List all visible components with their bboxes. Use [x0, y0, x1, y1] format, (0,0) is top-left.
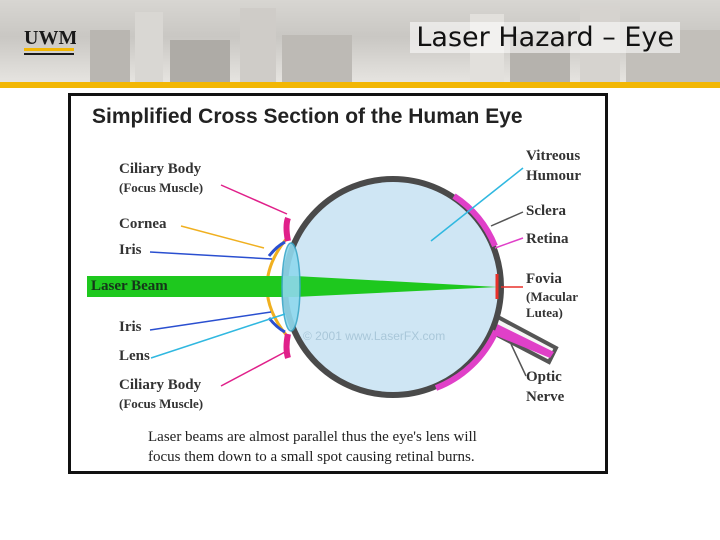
pointer-sclera	[490, 211, 524, 227]
pointer-cornea	[180, 225, 265, 249]
slide-title: Laser Hazard – Eye	[410, 22, 680, 53]
retina-top	[452, 193, 498, 248]
pointer-optic-nerve	[510, 343, 527, 377]
pointer-ciliary-bottom	[220, 351, 286, 387]
label-retina: Retina	[526, 231, 569, 247]
header-banner: UWM Laser Hazard – Eye	[0, 0, 720, 82]
diagram-caption: Laser beams are almost parallel thus the…	[148, 427, 568, 467]
pointer-iris-top	[149, 251, 273, 260]
label-iris-bottom: Iris	[119, 319, 142, 335]
iris-bottom	[267, 317, 286, 334]
laser-beam	[87, 276, 295, 297]
svg-text:UWM: UWM	[24, 27, 76, 49]
caption-line-2: focus them down to a small spot causing …	[148, 449, 475, 465]
label-sclera: Sclera	[526, 203, 566, 219]
label-laser-beam: Laser Beam	[91, 278, 168, 294]
caption-line-1: Laser beams are almost parallel thus the…	[148, 429, 477, 445]
optic-nerve-sheath	[487, 322, 554, 358]
ciliary-body-bottom	[283, 333, 291, 359]
label-ciliary-body-top: Ciliary Body	[119, 161, 202, 177]
label-fovia-sub-1: (Macular	[526, 289, 578, 304]
label-fovia: Fovia	[526, 271, 562, 287]
label-fovia-sub-2: Lutea)	[526, 305, 563, 320]
gold-divider	[0, 82, 720, 88]
pointer-retina	[494, 237, 524, 249]
eye-diagram: Simplified Cross Section of the Human Ey…	[68, 93, 608, 474]
label-lens: Lens	[119, 348, 150, 364]
ciliary-body-top	[283, 216, 291, 242]
label-ciliary-body-bottom-sub: (Focus Muscle)	[119, 396, 204, 411]
label-optic-2: Nerve	[526, 389, 565, 405]
lens	[281, 242, 301, 332]
retina-bottom	[434, 329, 499, 391]
pointer-iris-bottom	[149, 311, 272, 331]
label-vitreous-1: Vitreous	[526, 148, 581, 164]
label-optic-1: Optic	[526, 369, 562, 385]
laser-focus-cone	[295, 276, 498, 297]
label-vitreous-2: Humour	[526, 168, 582, 184]
pointer-vitreous	[430, 167, 524, 242]
watermark: © 2001 www.LaserFX.com	[303, 329, 445, 343]
pointer-lens	[150, 313, 286, 359]
eye-cross-section: © 2001 www.LaserFX.com	[87, 167, 559, 398]
label-cornea: Cornea	[119, 216, 167, 232]
uwm-logo: UWM	[24, 27, 76, 55]
iris-top	[267, 240, 286, 257]
label-ciliary-body-bottom: Ciliary Body	[119, 377, 202, 393]
label-iris-top: Iris	[119, 242, 142, 258]
label-ciliary-body-top-sub: (Focus Muscle)	[119, 180, 204, 195]
pointer-ciliary-top	[220, 184, 288, 215]
diagram-title: Simplified Cross Section of the Human Ey…	[92, 105, 523, 128]
